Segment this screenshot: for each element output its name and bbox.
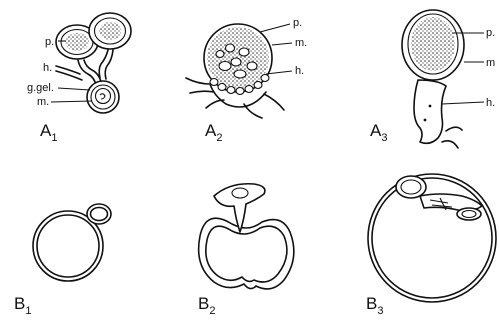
a3-label-h: h. <box>486 97 495 109</box>
a2-label-h: h. <box>295 65 304 77</box>
panel-label-b2: B2 <box>198 294 215 317</box>
a1-label-g-gel: g.gel. <box>27 82 54 94</box>
a2-pointer-m <box>272 43 292 45</box>
a1-pointer-g-gel <box>58 88 90 90</box>
a2-label-m: m. <box>295 37 307 49</box>
panel-b2-drawing <box>199 184 294 289</box>
panel-label-b1: B1 <box>14 294 31 317</box>
panel-a2-drawing <box>186 24 284 118</box>
a3-label-p: p. <box>486 27 495 39</box>
a3-label-m: m <box>486 57 495 69</box>
panel-label-a3: A3 <box>370 121 387 144</box>
panel-b3-drawing <box>368 174 496 302</box>
a1-label-p: p. <box>45 36 54 48</box>
panel-label-a1: A1 <box>40 121 57 144</box>
a1-label-m: m. <box>37 96 49 108</box>
panel-a3-drawing <box>402 10 464 148</box>
a2-pointer-p <box>260 24 290 32</box>
a1-label-h: h. <box>43 62 52 74</box>
panel-label-a2: A2 <box>205 121 222 144</box>
panel-a1-drawing <box>56 13 131 113</box>
a1-pointer-m <box>51 101 92 102</box>
panel-b1-drawing <box>33 204 111 281</box>
a3-pointer-h <box>442 102 484 104</box>
a2-label-p: p. <box>293 17 302 29</box>
panel-label-b3: B3 <box>366 294 383 317</box>
